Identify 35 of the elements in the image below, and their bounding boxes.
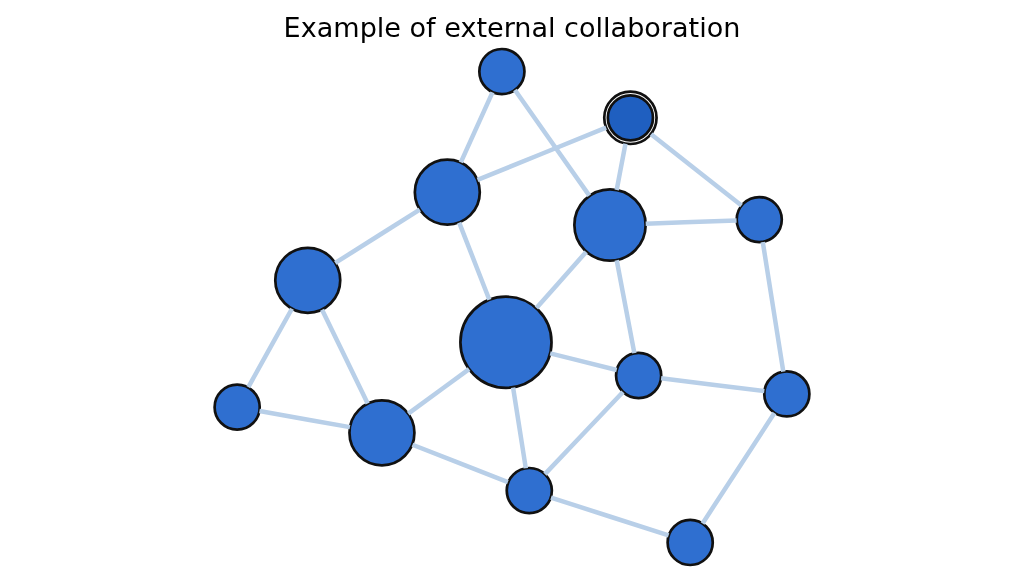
connector [320,308,370,405]
node-person [478,47,526,96]
node-person [735,195,784,244]
node-person [413,158,482,227]
connector [700,411,777,525]
connector [458,91,495,164]
node-person [762,370,811,418]
connector [513,88,592,197]
connector [660,376,765,394]
diagram-title: Example of external collaboration [283,12,741,44]
node-person [666,518,715,567]
connector [614,143,628,191]
connector [406,367,471,416]
node-person [348,398,416,467]
connector [259,408,351,430]
connector [543,390,625,476]
connector [549,351,618,373]
node-person [614,351,663,400]
node-person [213,383,262,432]
connector [614,259,637,354]
connector [645,218,737,226]
connector [550,495,670,538]
connector [246,307,294,389]
connector [334,207,421,265]
connector [411,442,509,485]
connector [510,387,528,469]
connector [457,221,492,301]
node-person [273,246,342,315]
node-person [505,466,554,515]
connector [534,250,588,310]
connector [649,132,743,208]
connector [760,241,786,372]
node-person [459,295,553,390]
node-person [573,188,647,262]
connector [476,125,607,182]
